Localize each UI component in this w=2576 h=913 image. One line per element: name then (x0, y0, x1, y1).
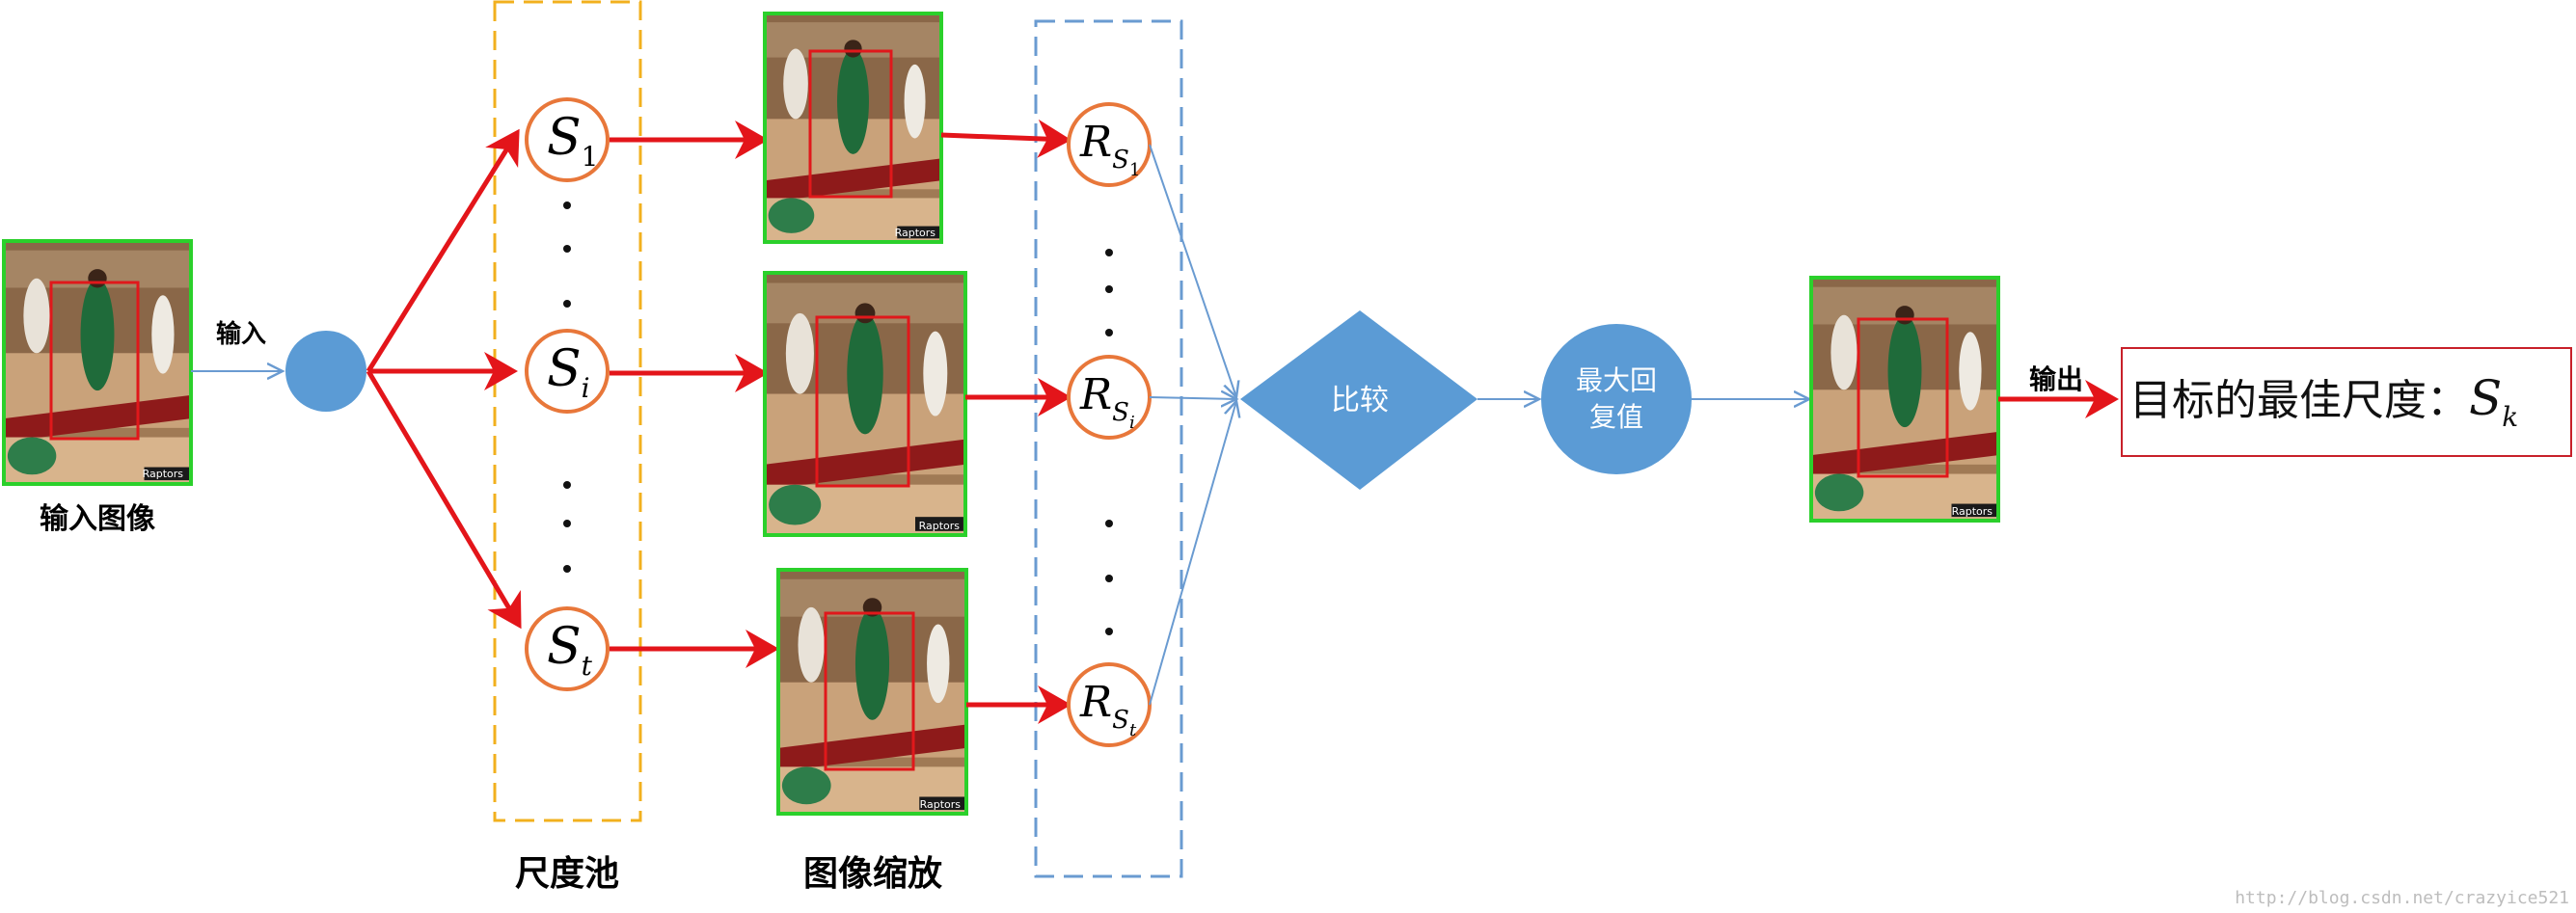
connector-rt-to-compare (1150, 401, 1236, 705)
thumbnail-brand-mark: Raptors (895, 227, 936, 239)
scaled-image-1 (765, 13, 941, 242)
scaled-image-t (778, 570, 966, 814)
scaled-image-i (765, 273, 965, 535)
svg-text:目标的最佳尺度：Sk: 目标的最佳尺度：Sk (2129, 370, 2518, 433)
scale-node-1: S1 (527, 99, 608, 180)
compare-node: 比较 (1240, 310, 1478, 490)
scale-pool-label: 尺度池 (515, 854, 619, 894)
connector-ri-to-compare (1150, 397, 1236, 399)
result-box: 目标的最佳尺度：Sk (2122, 348, 2571, 456)
svg-text:复值: 复值 (1589, 401, 1643, 433)
response-node-1: RS1 (1069, 104, 1150, 185)
output-image-thumbnail (1811, 278, 1998, 521)
thumbnail-brand-mark: Raptors (920, 798, 962, 811)
svg-text:最大回: 最大回 (1576, 364, 1657, 396)
thumbnail-brand-mark: Raptors (1952, 505, 1993, 518)
scale-node-t: St (527, 608, 608, 689)
arrow-hub-to-st (368, 371, 519, 625)
input-arrow-label: 输入 (216, 319, 266, 349)
connector-r1-to-compare (1150, 145, 1236, 397)
input-image-thumbnail (4, 241, 191, 484)
response-node-i: RSi (1069, 357, 1150, 438)
image-scaling-label: 图像缩放 (803, 854, 942, 894)
response-node-t: RSt (1069, 664, 1150, 745)
watermark: http://blog.csdn.net/crazyice521 (2235, 888, 2569, 908)
arrow-image1-to-r1 (941, 135, 1067, 140)
response-pool-ellipsis (1105, 249, 1113, 635)
svg-text:比较: 比较 (1331, 384, 1389, 417)
hub-node (285, 331, 366, 412)
thumbnail-brand-mark: Raptors (143, 468, 184, 480)
thumbnail-brand-mark: Raptors (919, 520, 961, 532)
input-image-label: 输入图像 (40, 502, 155, 536)
scale-node-i: Si (527, 331, 608, 412)
output-arrow-label: 输出 (2029, 363, 2083, 395)
max-response-node: 最大回 复值 (1541, 324, 1692, 474)
